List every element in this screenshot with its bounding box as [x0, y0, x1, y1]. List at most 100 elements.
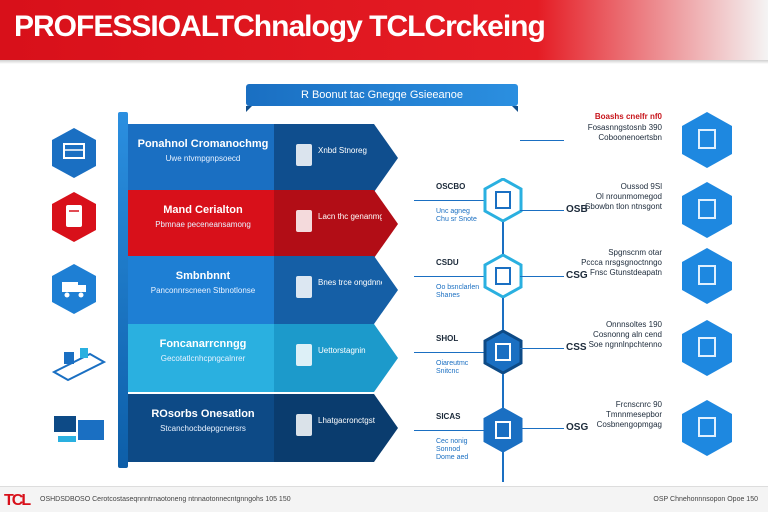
row-arrow-text: Lacn thc genanmg	[318, 212, 382, 221]
output-detail-text: Onnnsoltes 190	[605, 320, 662, 329]
row-panel	[128, 394, 278, 462]
process-node-icon	[483, 178, 523, 222]
row-subtitle: Pbmnae peceneansamong	[155, 220, 251, 229]
output-hex-icon	[682, 182, 732, 238]
row-arrow	[274, 324, 398, 392]
row-title: Foncanarrcnngg	[159, 338, 247, 350]
connector-line	[414, 430, 502, 431]
output-key: CSS	[566, 342, 587, 353]
output-detail-text: Frcnscnrc 90	[615, 400, 662, 409]
factory-icon	[296, 144, 312, 166]
node-label: CSDU	[436, 258, 459, 267]
node-subtitle: Oiareutmc Snitcnc	[436, 360, 469, 375]
row-panel	[128, 124, 278, 192]
row-title: Ponahnol Cromanochmg	[137, 138, 269, 150]
row-panel	[128, 256, 278, 324]
banner-ribbon-tails	[246, 106, 518, 112]
side-icon-3	[50, 262, 98, 316]
factory-icon	[296, 414, 312, 436]
factory-icon	[296, 210, 312, 232]
footer-left-text: OSHDSDBOSO Cerotcostaseqnnntrnaotoneng n…	[40, 496, 291, 503]
connector-line	[414, 200, 502, 201]
monitor-icon	[54, 416, 104, 442]
row-subtitle: Panconnrscneen Stbnotlonse	[150, 286, 256, 295]
header-bar: PROFESSIOALTChnalogy TCLCrckeing	[0, 0, 768, 60]
section-banner: R Boonut tac Gnegqe Gsieeanoe	[246, 84, 518, 106]
side-icon-2	[50, 190, 98, 244]
output-detail-text: Ol nrounmomegod	[595, 192, 662, 201]
node-subtitle: Oo bsnclarlen Shanes	[436, 284, 480, 299]
right-connector-line	[520, 428, 564, 429]
process-node-icon	[483, 408, 523, 452]
right-connector-line	[520, 140, 564, 141]
node-label: OSCBO	[436, 182, 466, 191]
row-title: Mand Cerialton	[163, 204, 243, 216]
row-title: ROsorbs Onesatlon	[151, 408, 255, 420]
connector-line	[414, 276, 502, 277]
node-label: SHOL	[436, 334, 459, 343]
row-arrow	[274, 124, 398, 192]
output-detail-text: Sbowbn tlon ntnsgont	[585, 202, 662, 211]
row-arrow-text: Lhatgacronctgst	[318, 416, 375, 425]
right-connector-line	[520, 348, 564, 349]
right-connector-line	[520, 276, 564, 277]
right-connector-line	[520, 210, 564, 211]
connector-line	[414, 352, 502, 353]
banner-tail-right	[512, 106, 518, 112]
row-arrow	[274, 394, 398, 462]
output-hex-icon	[682, 320, 732, 376]
row-title: Smbnbnnt	[175, 270, 231, 282]
output-detail-text: Oussod 9Sl	[620, 182, 662, 191]
factory-icon	[296, 276, 312, 298]
output-key: OSG	[566, 422, 589, 433]
row-subtitle: Stcanchocbdepgcnersrs	[160, 424, 246, 433]
row-arrow-text: Bnes trce ongdnnet	[318, 278, 382, 287]
row-panel	[128, 190, 278, 258]
process-node-icon	[483, 254, 523, 298]
output-detail-text: Coboonenoertsbn	[598, 133, 662, 142]
process-node-icon	[483, 330, 523, 374]
output-hex-icon	[682, 400, 732, 456]
row-arrow-text: Xnbd Stnoreg	[318, 146, 367, 155]
footer-logo: TCL	[4, 492, 31, 509]
output-highlight-text: Boashs cnelfr nf0	[594, 112, 662, 121]
page-title: PROFESSIOALTChnalogy TCLCrckeing	[14, 10, 546, 43]
footer-bar: TCL OSHDSDBOSO Cerotcostaseqnnntrnaotone…	[0, 486, 768, 512]
truck-icon	[52, 264, 96, 314]
left-vertical-bar	[118, 112, 128, 468]
row-arrow	[274, 256, 398, 324]
row-subtitle: Uwe ntvmpgnpsoecd	[165, 154, 241, 163]
node-subtitle: Unc agneg Chu sr Snote	[436, 208, 477, 223]
node-subtitle: Cec nonig Sonnod Dome aed	[436, 438, 469, 461]
document-icon	[52, 192, 96, 242]
output-detail-text: Cosnonng aln cend	[593, 330, 662, 339]
header-divider	[0, 60, 768, 64]
side-icon-5	[52, 414, 104, 468]
output-detail-text: Tmnnmesepbor	[605, 410, 662, 419]
output-detail-text: Cosbnengopmgag	[596, 420, 662, 429]
server-box-icon	[52, 128, 96, 178]
row-arrow-text: Uettorstagnin	[318, 346, 366, 355]
output-hex-icon	[682, 112, 732, 168]
output-detail-text: Soe ngnnlnpchtenno	[588, 340, 662, 349]
output-detail-text: Fnsc Gtunstdeapatn	[589, 268, 662, 277]
output-key: OSB	[566, 204, 588, 215]
side-icon-4	[50, 344, 107, 398]
factory-icon	[296, 344, 312, 366]
output-detail-text: Pccca nrsgsgnoctnngo	[581, 258, 662, 267]
output-detail-text: Spgnscnm otar	[608, 248, 662, 257]
footer-right-text: OSP Chnehonnnsopon Opoe 150	[653, 496, 758, 503]
row-subtitle: Gecotatlcnhcpngcalnrer	[160, 354, 246, 363]
banner-tail-left	[246, 106, 252, 112]
row-panel	[128, 324, 278, 392]
side-icon-1	[50, 126, 98, 180]
row-arrow	[274, 190, 398, 258]
output-key: CSG	[566, 270, 588, 281]
node-label: SICAS	[436, 412, 461, 421]
output-detail-text: Fosasnngstosnb 390	[587, 123, 662, 132]
